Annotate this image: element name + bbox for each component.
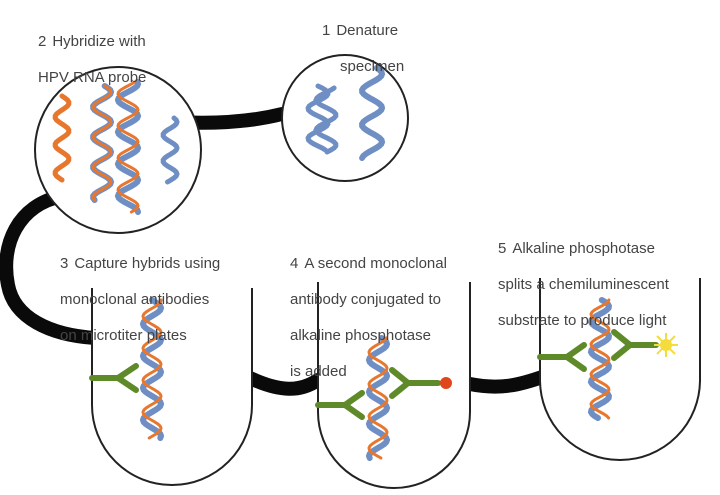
step-number: 5: [498, 240, 507, 257]
capture-antibody-5: [537, 342, 587, 372]
step-text: alkaline phosphotase: [290, 327, 431, 344]
dna-strand: [587, 297, 613, 421]
dna-strand: [313, 85, 339, 155]
step-number: 3: [60, 255, 69, 272]
second-antibody-4: [389, 367, 441, 399]
connector-path: [0, 189, 102, 345]
enzyme-dot: [440, 377, 452, 389]
step-text: antibody conjugated to: [290, 291, 441, 308]
hybrid-probe: [141, 298, 163, 440]
step-text: A second monoclonal: [304, 255, 447, 272]
step-number: 4: [290, 255, 299, 272]
rna-probe: [52, 93, 72, 183]
hybrid-probe: [367, 336, 389, 460]
step-2-label: 2 Hybridize with HPV RNA probe: [38, 15, 146, 87]
step-text: specimen: [340, 58, 405, 75]
step-3-label: 3 Capture hybrids using monoclonal antibo…: [60, 237, 220, 345]
step-text: splits a chemiluminescent: [498, 276, 669, 293]
strands-layer: [52, 65, 613, 461]
dna-strand: [114, 79, 142, 215]
step-text: monoclonal antibodies: [60, 291, 210, 308]
capture-antibody-3: [89, 363, 139, 393]
dna-strand: [359, 65, 386, 161]
capture-antibody-4: [315, 390, 365, 420]
connector-path: [243, 371, 325, 396]
hybrid-probe: [91, 84, 113, 202]
connector-path: [463, 369, 552, 394]
step-1-label: 1 Denature specimen: [322, 4, 404, 76]
dna-strand: [365, 335, 391, 461]
hybrid-probe: [116, 80, 140, 214]
step-5-label: 5 Alkaline phosphotase splits a chemilumi…: [498, 222, 669, 330]
step-text: Hybridize with: [52, 33, 146, 50]
step-4-tube: [317, 282, 471, 489]
step-text: is added: [290, 363, 347, 380]
dna-strand: [305, 83, 331, 153]
second-antibody-5: [611, 329, 659, 361]
step-text: substrate to produce light: [498, 312, 667, 329]
step-3-tube: [91, 288, 253, 486]
step-4-label: 4 A second monoclonal antibody conjugated…: [290, 237, 447, 381]
step-number: 1: [322, 22, 331, 39]
step-text: HPV RNA probe: [38, 69, 147, 86]
hybrid-probe: [589, 298, 611, 420]
step-number: 2: [38, 33, 47, 50]
step-text: Capture hybrids using: [74, 255, 221, 272]
light-source: [660, 339, 672, 351]
step-text: Denature: [336, 22, 399, 39]
step-text: on microtiter plates: [60, 327, 187, 344]
step-text: Alkaline phosphotase: [512, 240, 655, 257]
step-5-tube: [539, 278, 701, 461]
step-2-circle: [34, 66, 202, 234]
dna-strand: [160, 115, 180, 185]
